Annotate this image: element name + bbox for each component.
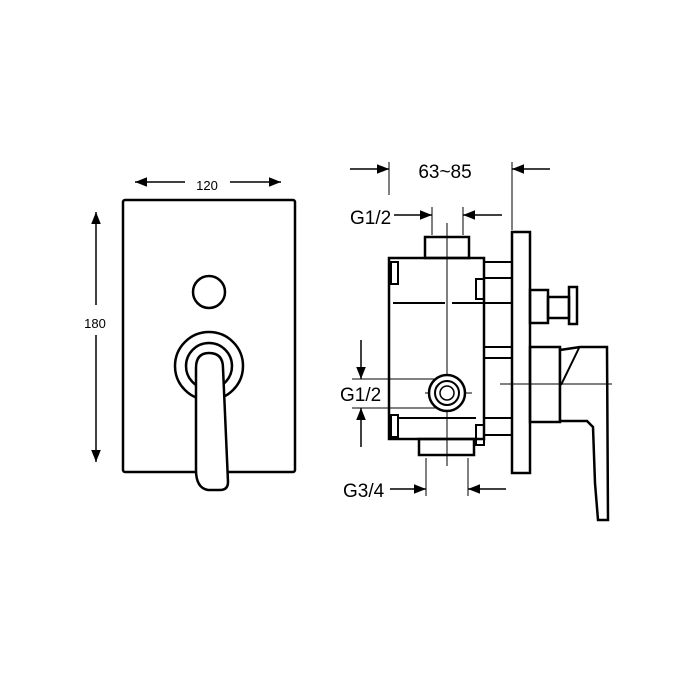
body-clip-top <box>390 261 399 285</box>
side-inlet-inner <box>434 380 460 406</box>
handle-lever-side <box>558 345 610 522</box>
width-label: 120 <box>196 178 218 193</box>
connector-top <box>483 261 513 304</box>
connector-bottom <box>483 417 513 436</box>
top-inlet-label: G1/2 <box>350 208 391 229</box>
depth-label: 63~85 <box>418 162 471 183</box>
side-inlet-label: G1/2 <box>340 385 381 406</box>
lever-handle <box>194 351 230 492</box>
diverter-cap <box>567 285 579 326</box>
front-view: 120 180 <box>84 177 297 492</box>
diverter-button <box>191 274 227 310</box>
cover-plate-side <box>510 230 532 475</box>
outlet-label: G3/4 <box>343 481 385 502</box>
side-inlet-core <box>439 385 455 401</box>
body-clip-bottom <box>390 414 399 438</box>
connector-middle <box>483 346 513 359</box>
diverter-base <box>528 288 550 325</box>
handle-lever-edge <box>560 347 580 386</box>
side-view: 63~85 G1/2 G1/2 G3/4 <box>340 162 612 522</box>
height-label: 180 <box>84 316 106 331</box>
diverter-stem <box>546 295 571 320</box>
valve-body <box>387 256 486 441</box>
